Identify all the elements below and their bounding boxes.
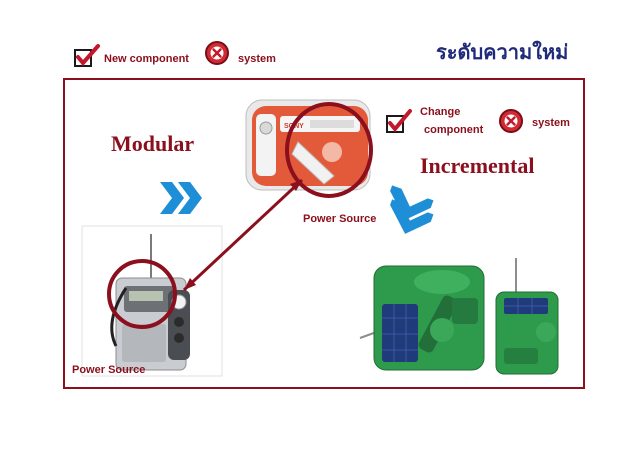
incremental-label: Incremental [420,153,535,178]
change-system-x [498,108,524,134]
legend-system-label: system [238,53,276,65]
power-source-left-label: Power Source [72,364,146,376]
x-circle-icon [499,109,523,133]
legend-system [204,40,230,66]
legend-new-component-label: New component [104,53,189,65]
change-label-line1: Change [420,106,461,118]
chevron-down-icon [390,185,434,234]
change-label-line2: component [424,124,484,136]
change-system-label: system [532,117,570,129]
left-highlight-circle [106,258,178,330]
incremental-chevron [382,185,434,236]
orange-radio-image: SONY [240,92,374,196]
diagram-frame [63,78,585,389]
gray-radio-image [81,225,223,377]
green-radio-large [356,258,492,378]
power-source-center-label: Power Source [303,213,377,225]
green-radio-small [488,256,568,380]
x-circle-icon [205,41,229,65]
center-highlight-circle [284,100,374,200]
page-title: ระดับความใหม่ [436,40,569,64]
chevron-right-icon [160,182,202,214]
checkbox-check-icon [74,44,100,67]
change-component-check [386,108,412,134]
modular-label: Modular [111,131,195,156]
modular-chevron [158,178,208,218]
checkbox-check-icon [386,109,412,133]
legend-new-component [74,44,100,68]
